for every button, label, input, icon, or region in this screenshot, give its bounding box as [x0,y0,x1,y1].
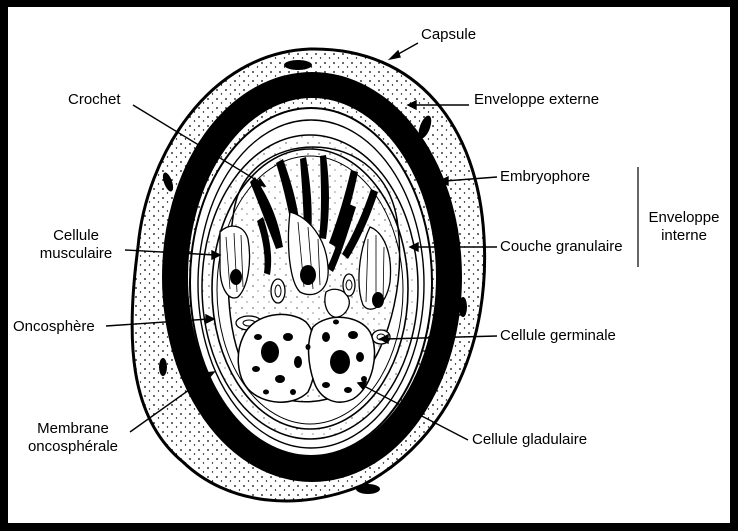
label-membrane-line2: oncosphérale [18,438,128,456]
figure-panel: Capsule Enveloppe externe Embryophore Co… [8,7,730,523]
label-cellule-germinale: Cellule germinale [500,327,616,345]
label-capsule: Capsule [421,26,476,44]
label-cellule-musculaire-line1: Cellule [26,227,126,245]
label-oncosphere: Oncosphère [13,318,95,336]
label-cellule-gladulaire: Cellule gladulaire [472,431,587,449]
label-enveloppe-interne-line1: Enveloppe [644,209,724,227]
label-cellule-musculaire: Cellule musculaire [26,227,126,263]
label-membrane-line1: Membrane [18,420,128,438]
label-enveloppe-externe: Enveloppe externe [474,91,599,109]
label-couche-granulaire: Couche granulaire [500,238,623,256]
label-cellule-musculaire-line2: musculaire [26,245,126,263]
label-enveloppe-interne-line2: interne [644,227,724,245]
label-membrane-oncospherale: Membrane oncosphérale [18,420,128,456]
label-embryophore: Embryophore [500,168,590,186]
label-crochet: Crochet [68,91,121,109]
label-enveloppe-interne: Enveloppe interne [644,209,724,245]
cellules-glandulaires [238,314,374,402]
